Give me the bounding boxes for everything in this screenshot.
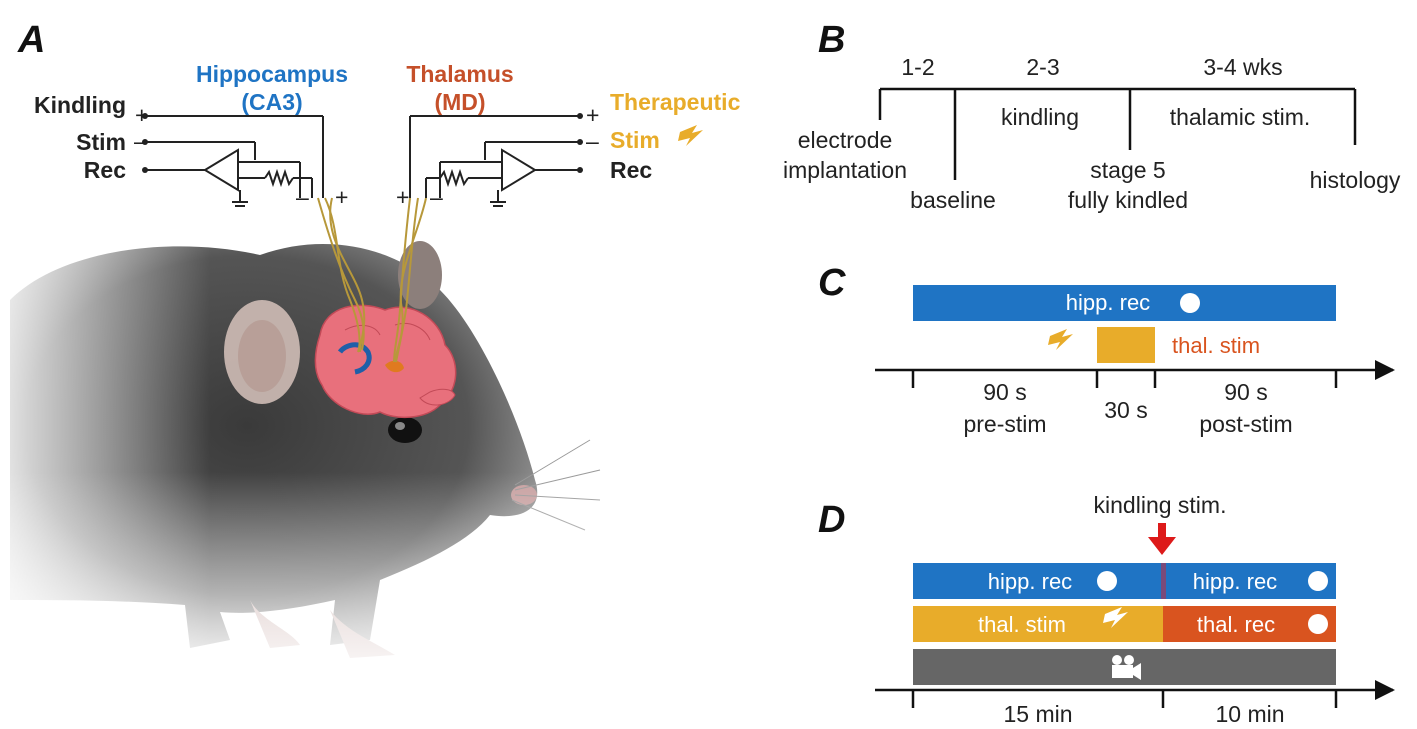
phase-kindling: kindling bbox=[1001, 104, 1079, 130]
event-stage-5: stage 5 bbox=[1090, 157, 1165, 183]
polarity-minus-right: – bbox=[430, 184, 443, 210]
record-icon bbox=[1180, 293, 1200, 313]
hipp-rec-label-c: hipp. rec bbox=[1066, 290, 1150, 315]
electrode-wires bbox=[317, 197, 427, 363]
hippocampus-circuit bbox=[145, 115, 324, 207]
lightning-icon bbox=[1048, 329, 1073, 350]
event-histology: histology bbox=[1310, 167, 1401, 193]
polarity-plus-left: + bbox=[335, 184, 348, 210]
kindling-arrow-icon bbox=[1148, 523, 1176, 555]
lightning-icon bbox=[678, 125, 703, 146]
timeline-b bbox=[878, 87, 1357, 180]
axis-ticks-d bbox=[911, 690, 1338, 708]
post-time: 90 s bbox=[1224, 379, 1267, 405]
hipp-rec-right-label: hipp. rec bbox=[1193, 569, 1277, 594]
thal-stim-block-c bbox=[1097, 327, 1155, 363]
event-fully-kindled: fully kindled bbox=[1068, 187, 1188, 213]
stim-marker bbox=[1161, 563, 1166, 599]
time-left: 15 min bbox=[1003, 701, 1072, 727]
polarity-plus-right: + bbox=[396, 184, 409, 210]
panel-letter-a: A bbox=[17, 19, 45, 61]
hippocampus-label: Hippocampus bbox=[196, 61, 348, 87]
thalamus-label: Thalamus bbox=[406, 61, 513, 87]
stim-time: 30 s bbox=[1104, 397, 1147, 423]
event-baseline: baseline bbox=[910, 187, 996, 213]
post-label: post-stim bbox=[1199, 411, 1292, 437]
hippocampus-region bbox=[337, 342, 372, 375]
lightning-icon bbox=[1103, 607, 1128, 628]
thal-stim-bar-d bbox=[913, 606, 1163, 642]
panel-letter-b: B bbox=[818, 19, 845, 61]
stim-line-label: Stim bbox=[76, 129, 126, 155]
record-icon bbox=[1308, 614, 1328, 634]
kindling-stim-label: kindling stim. bbox=[1094, 492, 1227, 518]
thalamus-sub-label: (MD) bbox=[434, 89, 485, 115]
polarity-minus-therapeutic: – bbox=[586, 128, 599, 154]
panel-b: B 1-2 2-3 3-4 wks kindling thalamic stim… bbox=[783, 19, 1401, 213]
record-icon bbox=[1308, 571, 1328, 591]
event-implantation: implantation bbox=[783, 157, 907, 183]
axis-ticks-c bbox=[911, 370, 1338, 388]
hipp-rec-bar-d bbox=[913, 563, 1336, 599]
hipp-rec-left-label: hipp. rec bbox=[988, 569, 1072, 594]
kindling-line-label: Kindling bbox=[34, 92, 126, 118]
panel-letter-c: C bbox=[818, 262, 846, 304]
thal-rec-bar-d bbox=[1163, 606, 1336, 642]
panel-c: C hipp. rec thal. stim 90 s pre-stim 30 … bbox=[818, 262, 1395, 437]
mouse-illustration bbox=[0, 230, 601, 670]
duration-2: 2-3 bbox=[1026, 54, 1059, 80]
polarity-minus-left: – bbox=[296, 184, 309, 210]
polarity-minus-stim: – bbox=[134, 128, 147, 154]
thal-stim-label-c: thal. stim bbox=[1172, 333, 1260, 358]
thalamus-circuit bbox=[409, 115, 580, 207]
panel-letter-d: D bbox=[818, 499, 845, 541]
pre-time: 90 s bbox=[983, 379, 1026, 405]
therapeutic-stim-label: Stim bbox=[610, 127, 660, 153]
duration-3: 3-4 wks bbox=[1203, 54, 1282, 80]
duration-1: 1-2 bbox=[901, 54, 934, 80]
hippocampus-sub-label: (CA3) bbox=[241, 89, 302, 115]
brain-icon bbox=[314, 304, 457, 419]
rec-line-label-left: Rec bbox=[84, 157, 126, 183]
pre-label: pre-stim bbox=[963, 411, 1046, 437]
panel-d: D kindling stim. hipp. rec hipp. rec tha… bbox=[818, 492, 1395, 727]
panel-a: A bbox=[0, 19, 741, 670]
thal-rec-label-d: thal. rec bbox=[1197, 612, 1275, 637]
polarity-plus-therapeutic: + bbox=[586, 102, 599, 128]
hipp-rec-bar-c bbox=[913, 285, 1336, 321]
event-electrode: electrode bbox=[798, 127, 893, 153]
rec-line-label-right: Rec bbox=[610, 157, 652, 183]
record-icon bbox=[1097, 571, 1117, 591]
thalamus-region bbox=[385, 360, 404, 373]
polarity-plus-kindling: + bbox=[135, 102, 148, 128]
phase-thalamic-stim: thalamic stim. bbox=[1170, 104, 1311, 130]
video-camera-icon bbox=[1112, 655, 1141, 680]
therapeutic-label: Therapeutic bbox=[610, 89, 741, 115]
time-right: 10 min bbox=[1215, 701, 1284, 727]
thal-stim-label-d: thal. stim bbox=[978, 612, 1066, 637]
